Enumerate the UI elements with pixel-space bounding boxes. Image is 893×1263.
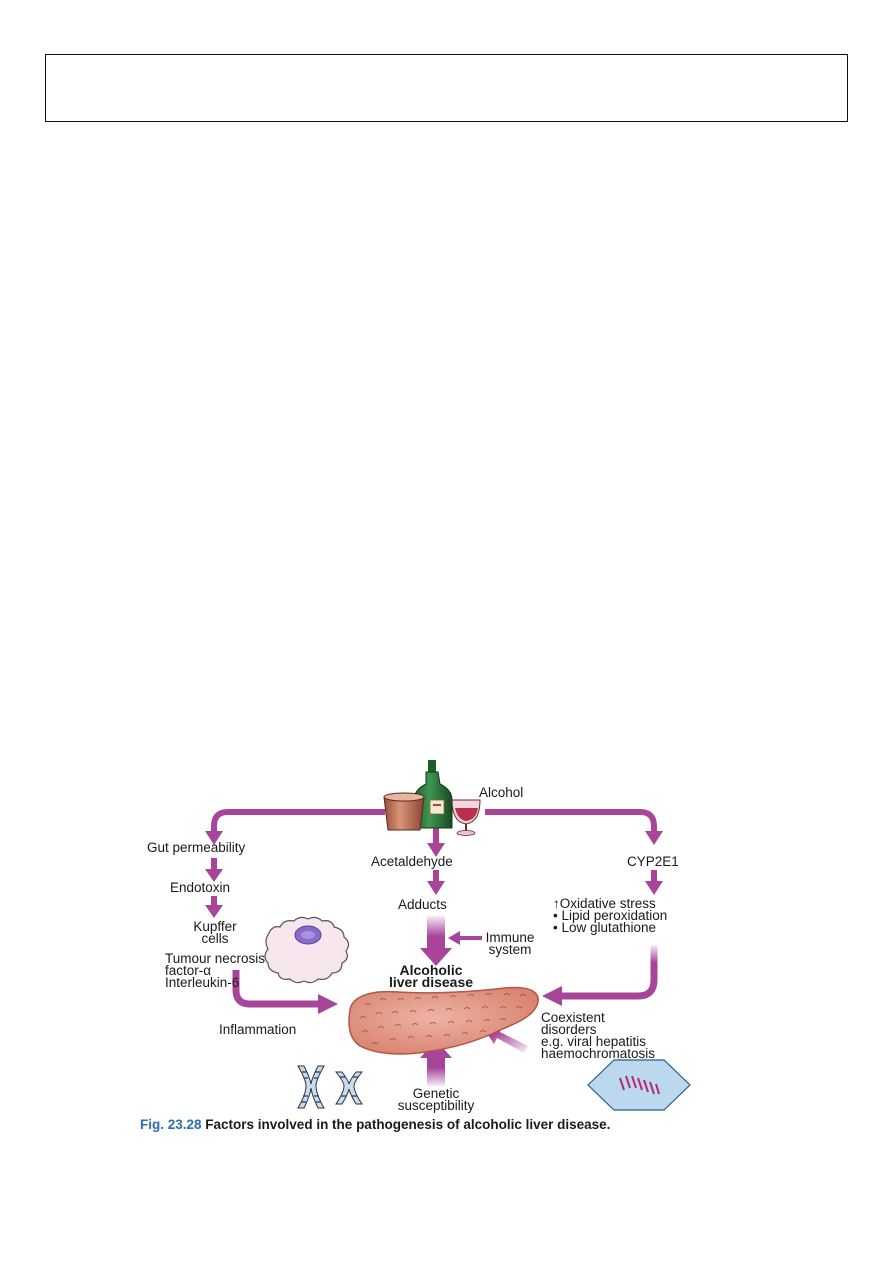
label-alcoholic-liver-disease: Alcoholic liver disease xyxy=(366,962,496,990)
label-immune-system: Immune system xyxy=(480,930,540,957)
label-alcohol: Alcohol xyxy=(479,785,524,800)
label-glutathione-line: • Low glutathione xyxy=(553,920,657,935)
top-branch-arrows xyxy=(211,809,657,844)
header-box xyxy=(45,54,848,122)
genetic-arrow-shaft xyxy=(427,1056,445,1086)
label-ald-line1: Alcoholic xyxy=(399,962,463,978)
alcohol-illustration xyxy=(383,760,481,836)
label-genetic-line2: susceptibility xyxy=(397,1098,475,1113)
label-kupffer: Kupffer cells xyxy=(180,919,250,946)
kupffer-cell-illustration xyxy=(264,916,350,984)
figure-number: Fig. 23.28 xyxy=(140,1117,202,1132)
label-coexist-line2: disorders xyxy=(541,1022,597,1037)
label-gut-permeability: Gut permeability xyxy=(147,840,246,855)
liver-illustration xyxy=(348,986,539,1055)
label-coexist-line1: Coexistent xyxy=(541,1010,605,1025)
label-genetic-line1: Genetic xyxy=(412,1086,460,1101)
label-ald-line2: liver disease xyxy=(388,974,474,990)
label-coexistent-disorders: Coexistent disorders e.g. viral hepatiti… xyxy=(541,1010,656,1061)
label-immune-line2: system xyxy=(488,942,532,957)
label-acetaldehyde: Acetaldehyde xyxy=(371,854,453,869)
label-il6: Interleukin-6 xyxy=(165,975,240,990)
label-genetic-susceptibility: Genetic susceptibility xyxy=(386,1086,486,1113)
label-cyp2e1: CYP2E1 xyxy=(627,854,679,869)
label-endotoxin: Endotoxin xyxy=(170,880,231,895)
figure-caption-text: Factors involved in the pathogenesis of … xyxy=(201,1117,611,1132)
oxidative-arrow xyxy=(560,945,658,1000)
label-coexist-line3: e.g. viral hepatitis xyxy=(541,1034,647,1049)
label-immune-line1: Immune xyxy=(485,930,535,945)
chromosomes-illustration xyxy=(297,1065,364,1109)
label-kupffer-line2: cells xyxy=(201,931,229,946)
label-oxidative-line: ↑Oxidative stress xyxy=(553,896,656,911)
inflammation-arrow xyxy=(232,970,320,1008)
virus-illustration xyxy=(587,1059,691,1111)
label-tnf: Tumour necrosis factor-α Interleukin-6 xyxy=(165,951,266,990)
label-lipid-line: • Lipid peroxidation xyxy=(553,908,668,923)
adducts-arrow-shaft xyxy=(427,916,445,950)
adducts-arrowhead xyxy=(420,948,452,966)
label-tnf-line2: factor-α xyxy=(165,963,212,978)
label-kupffer-line1: Kupffer xyxy=(193,919,237,934)
label-tnf-line1: Tumour necrosis xyxy=(165,951,266,966)
figure-caption: Fig. 23.28 Factors involved in the patho… xyxy=(140,1117,660,1132)
label-coexist-line4: haemochromatosis xyxy=(541,1046,656,1061)
label-oxidative-stress: ↑Oxidative stress • Lipid peroxidation •… xyxy=(553,896,668,935)
arrowheads xyxy=(205,831,663,945)
label-inflammation: Inflammation xyxy=(219,1022,297,1037)
label-adducts: Adducts xyxy=(398,897,447,912)
